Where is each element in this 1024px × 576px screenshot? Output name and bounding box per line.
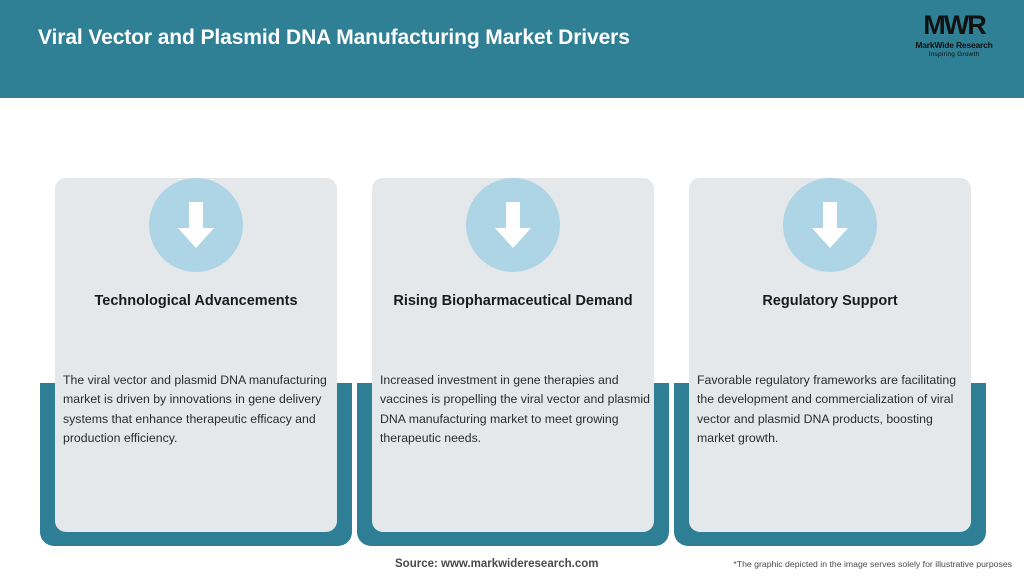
card-panel: Regulatory Support Favorable regulatory … (689, 178, 971, 532)
arrow-down-icon (783, 178, 877, 272)
footer-source: Source: www.markwideresearch.com (395, 558, 599, 570)
footer-disclaimer: *The graphic depicted in the image serve… (733, 559, 1012, 569)
card-heading: Rising Biopharmaceutical Demand (393, 293, 633, 309)
brand-logo: MWR MarkWide Research Inspiring Growth (906, 10, 1002, 68)
logo-monogram: MWR (923, 10, 986, 40)
driver-card-3: Regulatory Support Favorable regulatory … (674, 140, 986, 546)
card-panel: Technological Advancements The viral vec… (55, 178, 337, 532)
card-heading: Technological Advancements (94, 293, 298, 309)
arrow-down-icon (466, 178, 560, 272)
card-body-text: Increased investment in gene therapies a… (380, 373, 650, 445)
header-bar (0, 0, 1024, 98)
card-panel: Rising Biopharmaceutical Demand Increase… (372, 178, 654, 532)
driver-card-2: Rising Biopharmaceutical Demand Increase… (357, 140, 669, 546)
page-title: Viral Vector and Plasmid DNA Manufacturi… (38, 26, 630, 49)
card-body-text: The viral vector and plasmid DNA manufac… (63, 373, 327, 445)
logo-company-name: MarkWide Research (915, 40, 993, 50)
arrow-down-icon (149, 178, 243, 272)
card-body-text: Favorable regulatory frameworks are faci… (697, 373, 957, 445)
driver-card-1: Technological Advancements The viral vec… (40, 140, 352, 546)
card-heading: Regulatory Support (762, 293, 898, 309)
logo-tagline: Inspiring Growth (928, 51, 980, 58)
